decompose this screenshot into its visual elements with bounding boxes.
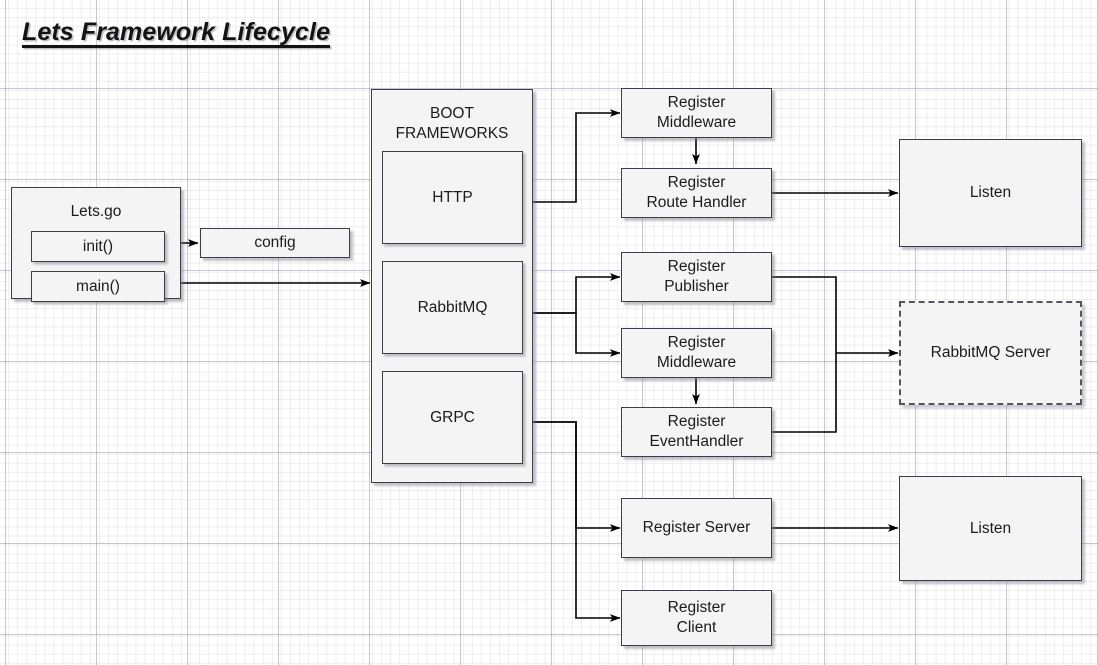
- node-listen-http-label: Listen: [969, 184, 1012, 202]
- node-register-server[interactable]: Register Server: [621, 498, 772, 558]
- node-init[interactable]: init(): [31, 231, 165, 262]
- node-rabbitmq-label: RabbitMQ: [417, 298, 488, 316]
- label-line-2: Middleware: [656, 354, 737, 371]
- edge-publisher-to-junction: [772, 276, 837, 353]
- node-register-eventhandler[interactable]: Register EventHandler: [621, 407, 772, 457]
- node-listen-grpc[interactable]: Listen: [899, 476, 1082, 581]
- label-line-2: Route Handler: [646, 194, 747, 211]
- node-boot-frameworks-label: BOOT FRAMEWORKS: [372, 104, 532, 144]
- node-init-label: init(): [82, 237, 114, 255]
- label-line-1: Register: [667, 94, 726, 112]
- label-line-1: Register Server: [642, 519, 751, 537]
- node-main-label: main(): [76, 277, 120, 295]
- label-line-2: Publisher: [664, 278, 729, 295]
- label-line-2: EventHandler: [649, 433, 744, 450]
- label-line-1: Register: [667, 334, 726, 352]
- label-line-2: Client: [676, 619, 717, 636]
- node-register-middleware-http[interactable]: Register Middleware: [621, 88, 772, 138]
- node-rabbitmq[interactable]: RabbitMQ: [382, 261, 523, 354]
- node-register-client[interactable]: Register Client: [621, 590, 772, 646]
- edge-http-to-register-middleware: [533, 109, 621, 203]
- node-lets-go[interactable]: Lets.go init() main(): [11, 187, 181, 302]
- node-http-label: HTTP: [432, 188, 473, 206]
- boot-title-line-2: FRAMEWORKS: [395, 124, 509, 142]
- node-listen-grpc-label: Listen: [969, 519, 1012, 537]
- edge-rabbitmq-to-publisher: [533, 273, 621, 314]
- node-rabbitmq-server[interactable]: RabbitMQ Server: [899, 301, 1082, 405]
- label-line-1: Register: [667, 413, 726, 431]
- node-http[interactable]: HTTP: [382, 151, 523, 244]
- label-line-1: Register: [667, 258, 726, 276]
- node-register-publisher[interactable]: Register Publisher: [621, 252, 772, 302]
- edge-grpc-to-register-client: [533, 421, 621, 622]
- node-listen-http[interactable]: Listen: [899, 139, 1082, 247]
- label-line-2: Middleware: [656, 114, 737, 131]
- node-boot-frameworks[interactable]: BOOT FRAMEWORKS HTTP RabbitMQ GRPC: [371, 89, 533, 483]
- node-config[interactable]: config: [200, 228, 350, 258]
- label-line-1: Register: [667, 599, 726, 617]
- node-register-middleware-rabbitmq[interactable]: Register Middleware: [621, 328, 772, 378]
- boot-title-line-1: BOOT: [430, 105, 474, 122]
- label-line-1: Register: [667, 174, 726, 192]
- edge-rabbitmq-to-middleware: [533, 312, 621, 357]
- node-config-label: config: [254, 234, 296, 252]
- node-grpc-label: GRPC: [430, 408, 475, 426]
- node-grpc[interactable]: GRPC: [382, 371, 523, 464]
- node-rabbitmq-server-label: RabbitMQ Server: [930, 344, 1051, 362]
- node-lets-go-label: Lets.go: [70, 203, 122, 220]
- page-title: Lets Framework Lifecycle: [22, 18, 331, 46]
- node-main[interactable]: main(): [31, 271, 165, 302]
- edge-grpc-to-register-server: [533, 421, 621, 532]
- node-register-route-handler[interactable]: Register Route Handler: [621, 168, 772, 218]
- edge-eventhandler-to-junction: [772, 353, 837, 433]
